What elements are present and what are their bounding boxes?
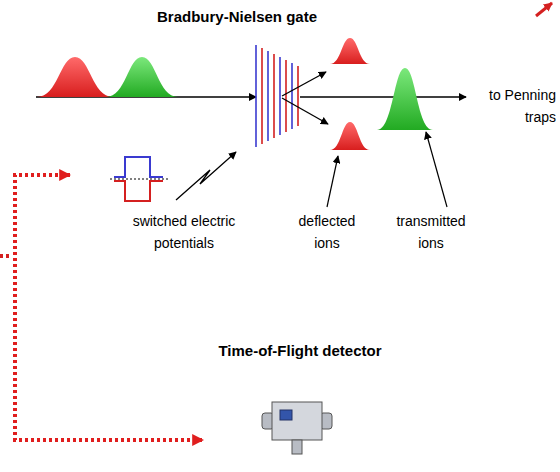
transmitted-label: transmitted ions [385,210,477,255]
detector-window [280,410,292,420]
ion-bunch-red [37,57,113,97]
detector-icon [262,402,332,454]
lightning-arrow [176,152,236,200]
gate-wire [267,51,269,141]
leader-arrow [327,156,338,207]
gate-wire [261,48,263,144]
potential-label: switched electric potentials [120,210,248,255]
detector-node: Time-of-Flight detector [205,342,395,458]
gate-wire [285,60,287,132]
voltage-wave-red [114,181,163,201]
output-label: to Penning traps [470,84,556,129]
gate-wire [273,54,275,138]
gate-wire [279,57,281,135]
gate-wire [291,63,293,129]
deflected-bunch [330,122,370,150]
gate-node: Bradbury-Nielsen gate [72,8,402,208]
deflection-arrow [282,98,328,124]
dotted-fragment [0,254,10,258]
transmitted-bunch [377,68,433,130]
gate-wires [256,45,298,147]
leader-arrow [426,132,447,207]
zero-line [110,179,168,180]
heading: Time-of-Flight detector [205,342,395,360]
gate-wire [255,45,257,147]
voltage-wave-blue [114,157,163,177]
detector-body [272,402,322,440]
gate-wire [297,66,299,126]
ion-bunch-green [106,57,178,97]
transmission-arrow [300,96,466,97]
heading: Bradbury-Nielsen gate [72,8,402,26]
deflected-label: deflected ions [288,210,366,255]
deflected-bunch [330,38,370,64]
arrow-fragment [536,3,552,16]
deflection-arrow [282,72,326,96]
detector-stand [292,440,302,454]
